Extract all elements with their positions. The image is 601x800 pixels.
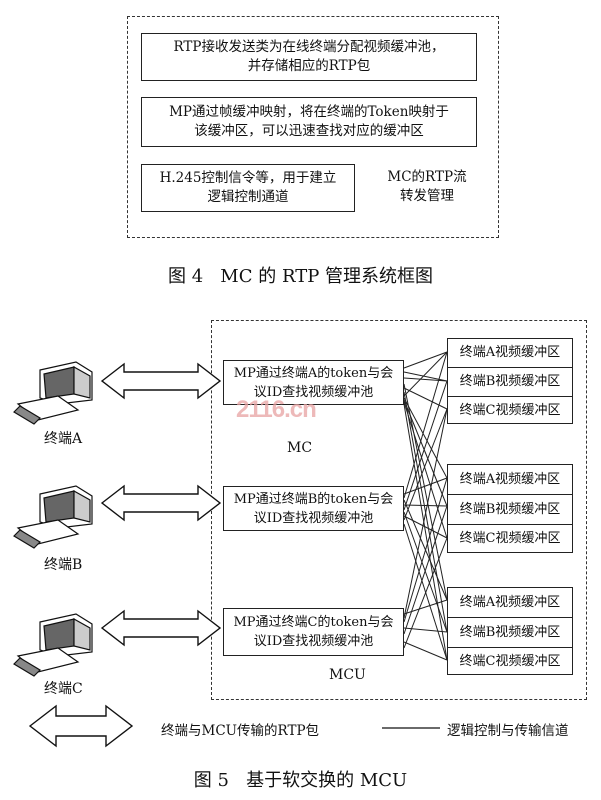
fig5-caption: 图 5 基于软交换的 MCU [193, 770, 408, 791]
mp-box-c: MP通过终端C的token与会 议ID查找视频缓冲池 [223, 608, 404, 656]
fig4-side-label-line1: MC的RTP流 [387, 169, 467, 185]
fig4-box-mp-mapping: MP通过帧缓冲映射，将在终端的Token映射于 该缓冲区，可以迅速查找对应的缓冲… [141, 97, 477, 147]
buffer-1-a: 终端A视频缓冲区 [448, 339, 572, 368]
legend-rtp-arrow [28, 704, 134, 748]
fig4-box3-line1: H.245控制信令等，用于建立 [159, 170, 337, 186]
buffer-2-c: 终端C视频缓冲区 [459, 531, 561, 546]
mp-box-a-line1: MP通过终端A的token与会 [233, 366, 394, 381]
mp-box-b-line2: 议ID查找视频缓冲池 [253, 511, 374, 526]
mp-box-c-line2: 议ID查找视频缓冲池 [253, 634, 374, 649]
terminal-label-a: 终端A [44, 431, 83, 447]
fig4-box-h245: H.245控制信令等，用于建立 逻辑控制通道 [141, 164, 355, 212]
fig4-box2-line1: MP通过帧缓冲映射，将在终端的Token映射于 [169, 104, 449, 120]
fig4-side-label: MC的RTP流 转发管理 [372, 168, 482, 206]
buffer-group-1: 终端A视频缓冲区 终端B视频缓冲区 终端C视频缓冲区 [447, 338, 573, 424]
fig4-caption: 图 4 MC 的 RTP 管理系统框图 [167, 266, 434, 287]
buffer-2-b: 终端B视频缓冲区 [448, 495, 572, 525]
mp-box-b-line1: MP通过终端B的token与会 [233, 492, 394, 507]
fig4-dashed-frame [127, 16, 499, 238]
rtp-arrow-c [100, 609, 222, 647]
terminal-label-b: 终端B [44, 557, 83, 573]
computer-icon-b [13, 485, 93, 549]
terminal-label-c: 终端C [44, 681, 83, 697]
buffer-group-2: 终端A视频缓冲区 终端B视频缓冲区 终端C视频缓冲区 [447, 464, 573, 553]
buffer-3-b: 终端B视频缓冲区 [448, 618, 572, 648]
buffer-1-c: 终端C视频缓冲区 [459, 403, 561, 418]
rtp-arrow-b [100, 484, 222, 522]
fig4-side-label-line2: 转发管理 [400, 188, 454, 204]
buffer-group-3: 终端A视频缓冲区 终端B视频缓冲区 终端C视频缓冲区 [447, 587, 573, 675]
legend-logic-label: 逻辑控制与传输信道 [447, 723, 569, 739]
buffer-1-b: 终端B视频缓冲区 [448, 368, 572, 397]
computer-icon-a [13, 361, 93, 425]
mcu-label: MCU [329, 667, 366, 683]
mc-label: MC [287, 440, 313, 456]
rtp-arrows [28, 362, 222, 748]
mp-box-c-line1: MP通过终端C的token与会 [233, 615, 394, 630]
buffer-3-a: 终端A视频缓冲区 [448, 588, 572, 618]
rtp-arrow-a [100, 362, 222, 400]
logic-lines [403, 351, 448, 661]
fig4-box3-line2: 逻辑控制通道 [207, 189, 289, 205]
mp-box-b: MP通过终端B的token与会 议ID查找视频缓冲池 [223, 486, 404, 531]
computer-icon-c [13, 613, 93, 677]
mp-box-a: MP通过终端A的token与会 议ID查找视频缓冲池 [223, 360, 404, 405]
fig4-box-rtp-allocation: RTP接收发送类为在线终端分配视频缓冲池， 并存储相应的RTP包 [141, 33, 477, 81]
buffer-2-a: 终端A视频缓冲区 [448, 465, 572, 495]
fig4-box2-line2: 该缓冲区，可以迅速查找对应的缓冲区 [194, 123, 424, 139]
fig4-box1-line1: RTP接收发送类为在线终端分配视频缓冲池， [173, 39, 445, 55]
legend-rtp-label: 终端与MCU传输的RTP包 [161, 723, 320, 739]
buffer-3-c: 终端C视频缓冲区 [459, 654, 561, 669]
fig4-box1-line2: 并存储相应的RTP包 [247, 58, 371, 74]
mp-box-a-line2: 议ID查找视频缓冲池 [253, 385, 374, 400]
watermark: 2116.cn [236, 396, 317, 423]
